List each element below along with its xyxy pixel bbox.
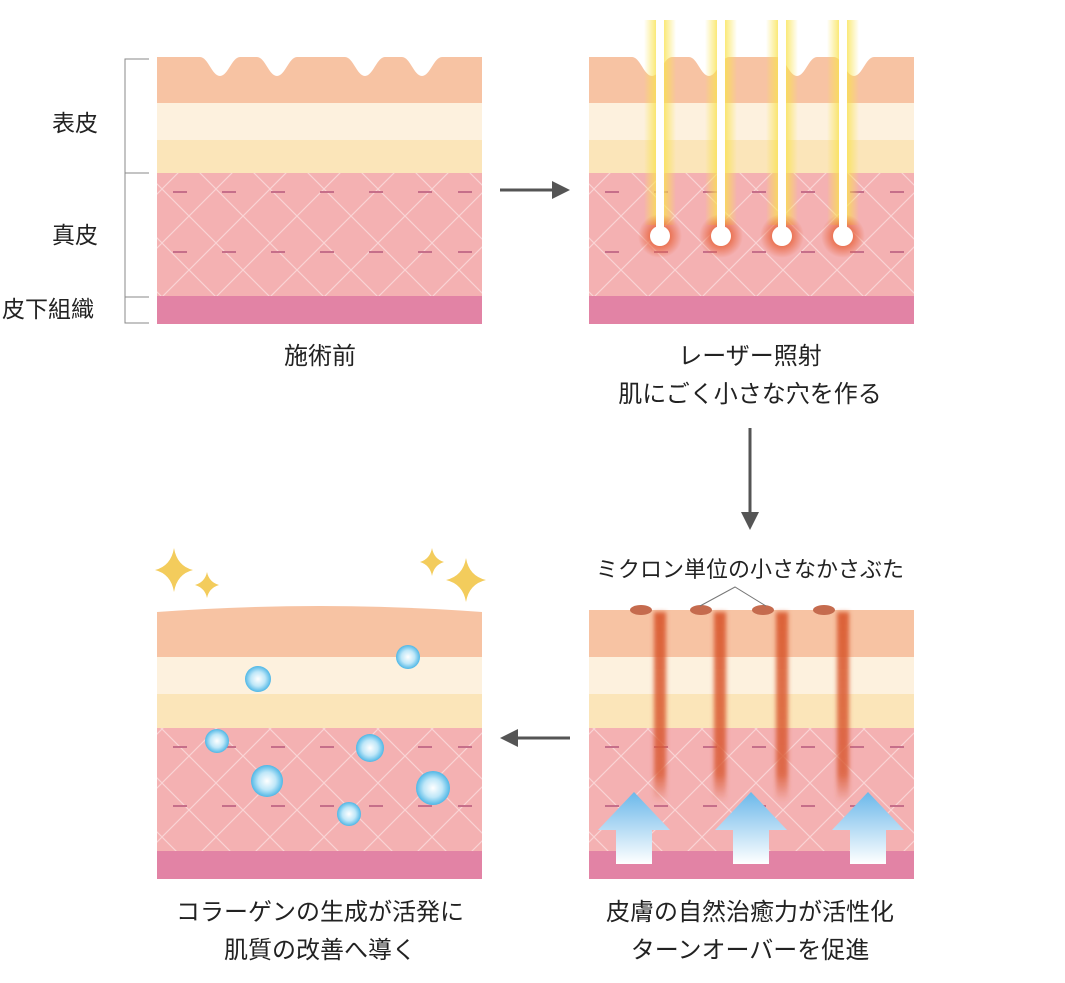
scab-4: [813, 605, 835, 615]
flow-arrow-right: [500, 181, 570, 199]
scab-1: [630, 605, 652, 615]
laser-beam-4: [821, 20, 865, 258]
healing-streak-3: [776, 612, 788, 802]
caption-line: ターンオーバーを促進: [630, 936, 870, 964]
caption-step-2: レーザー照射 肌にごく小さな穴を作る: [560, 337, 940, 413]
up-arrow-1: [598, 792, 670, 864]
scab-2: [690, 605, 712, 615]
caption-line: 肌にごく小さな穴を作る: [618, 380, 882, 408]
layer-brackets: [124, 58, 149, 324]
caption-line: 施術前: [284, 342, 356, 370]
scab-3: [752, 605, 774, 615]
panel-healing: [589, 586, 914, 879]
annotation-pointer: [699, 586, 767, 607]
up-arrow-3: [832, 792, 904, 864]
collagen-bubble-5: [251, 765, 283, 797]
flow-arrow-left: [500, 729, 570, 747]
sparkle-icon: [420, 548, 444, 576]
sparkle-icon: [155, 548, 193, 592]
caption-step-3: 皮膚の自然治癒力が活性化 ターンオーバーを促進: [555, 893, 945, 969]
laser-beam-1: [638, 20, 682, 258]
label-subcutaneous: 皮下組織: [2, 297, 94, 323]
annotation-scab: ミクロン単位の小さなかさぶた: [595, 558, 904, 583]
panel-laser: [589, 20, 914, 324]
caption-line: レーザー照射: [678, 342, 822, 370]
sparkle-icon: [195, 572, 219, 598]
collagen-bubble-7: [337, 802, 361, 826]
label-dermis: 真皮: [52, 223, 98, 249]
collagen-bubble-2: [396, 645, 420, 669]
caption-line: コラーゲンの生成が活発に: [176, 898, 464, 926]
caption-step-4: コラーゲンの生成が活発に 肌質の改善へ導く: [125, 893, 515, 969]
healing-streak-2: [714, 612, 726, 802]
panel-result: [155, 548, 486, 879]
collagen-bubble-3: [205, 729, 229, 753]
laser-beam-3: [760, 20, 804, 258]
caption-line: 皮膚の自然治癒力が活性化: [606, 898, 894, 926]
caption-line: 肌質の改善へ導く: [224, 936, 416, 964]
up-arrow-2: [715, 792, 787, 864]
laser-beam-2: [699, 20, 743, 258]
healing-streak-4: [837, 612, 849, 802]
panel-before: [157, 57, 482, 324]
label-epidermis: 表皮: [52, 111, 98, 137]
collagen-bubble-1: [245, 666, 271, 692]
collagen-bubble-4: [356, 734, 384, 762]
flow-arrow-down: [741, 428, 759, 530]
collagen-bubble-6: [416, 771, 450, 805]
sparkle-icon: [446, 558, 486, 602]
healing-streak-1: [654, 612, 666, 802]
caption-step-1: 施術前: [170, 337, 470, 375]
